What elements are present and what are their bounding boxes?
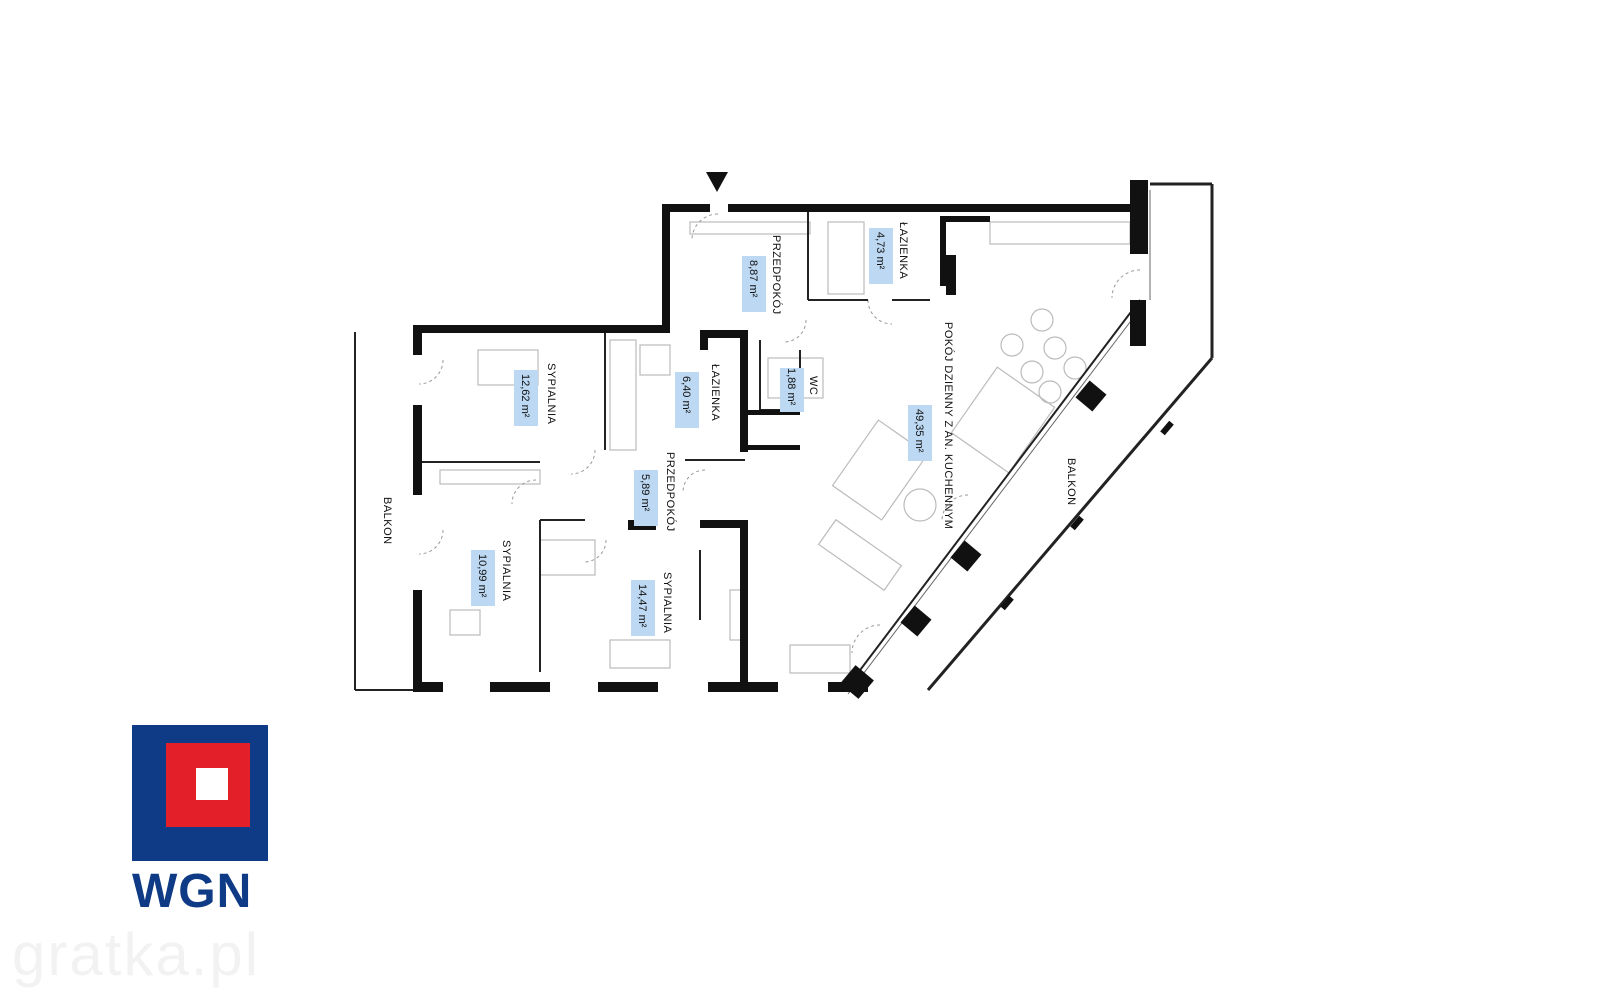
balcony-label: BALKON [1065, 458, 1077, 506]
room-labels: PRZEDPOKÓJ ŁAZIENKA SYPIALNIA ŁAZIENKA W… [381, 222, 1077, 634]
room-name: SYPIALNIA [661, 572, 673, 634]
watermark: gratka.pl [12, 921, 261, 988]
room-name: ŁAZIENKA [897, 222, 909, 279]
room-area: 5,89 m² [639, 474, 651, 512]
room-areas: 8,87 m² 4,73 m² 12,62 m² 6,40 m² 1,88 m²… [476, 232, 925, 628]
entrance-arrow-icon [706, 172, 728, 192]
room-area: 6,40 m² [680, 376, 692, 414]
logo-white-square [196, 768, 228, 800]
room-name: PRZEDPOKÓJ [770, 235, 783, 315]
interior-walls [354, 212, 930, 691]
room-name: SYPIALNIA [545, 363, 557, 425]
wgn-logo [132, 725, 268, 861]
area-badges [471, 228, 932, 636]
room-area: 10,99 m² [476, 554, 488, 598]
room-area: 12,62 m² [519, 374, 531, 418]
room-area: 49,35 m² [913, 409, 925, 453]
structural-walls [413, 180, 1174, 699]
room-name: POKÓJ DZIENNY Z AN. KUCHENNYM [942, 322, 955, 529]
room-name: SYPIALNIA [500, 540, 512, 602]
room-name: ŁAZIENKA [709, 364, 721, 421]
room-area: 14,47 m² [636, 584, 648, 628]
brand-name: WGN [132, 865, 253, 918]
glazing [844, 182, 1214, 695]
room-area: 1,88 m² [785, 368, 797, 406]
balcony-label: BALKON [381, 497, 393, 545]
logo-red-square [166, 743, 250, 827]
room-name: PRZEDPOKÓJ [664, 452, 677, 532]
room-name: WC [807, 376, 819, 395]
room-area: 8,87 m² [747, 260, 759, 298]
room-area: 4,73 m² [874, 232, 886, 270]
door-swings [418, 213, 1141, 654]
